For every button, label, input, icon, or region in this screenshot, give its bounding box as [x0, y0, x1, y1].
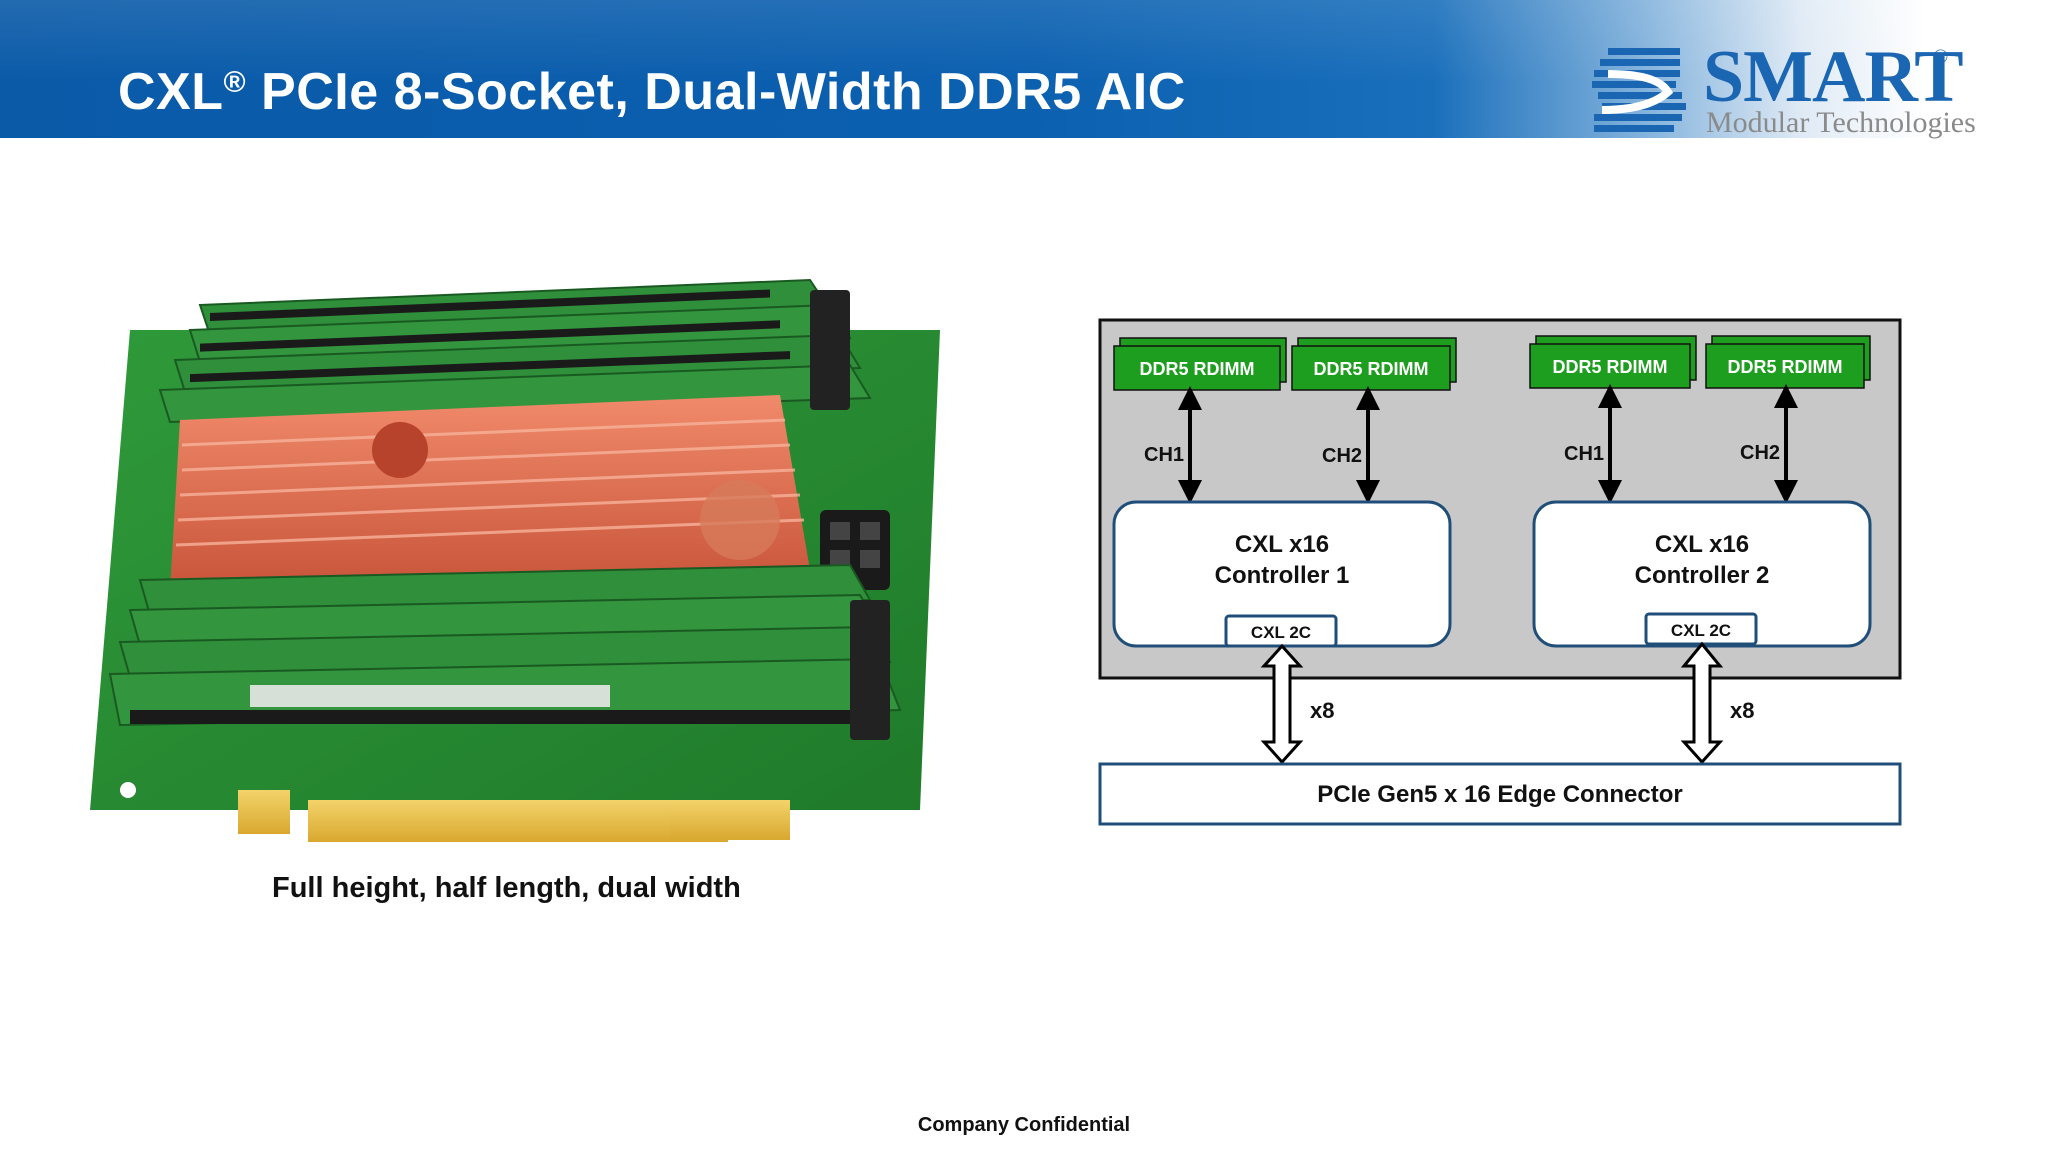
- link-arrow: [1680, 641, 1724, 765]
- edge-connector-box: [1098, 762, 1902, 826]
- title-text: PCIe 8-Socket, Dual-Width DDR5 AIC: [246, 63, 1186, 121]
- cxl-port-label: CXL 2C: [1251, 623, 1311, 642]
- header-banner: [0, 0, 2048, 138]
- dimm-stack-bottom: [108, 563, 902, 727]
- block-diagram: DDR5 RDIMM DDR5 RDIMM CH1 CH2 CXL x16 Co…: [1098, 318, 1902, 826]
- smart-logo: SMART ® Modular Technologies: [1588, 36, 1978, 142]
- aic-board-photo: [90, 278, 940, 842]
- controller-name-line2: Controller 1: [1215, 562, 1350, 589]
- rdimm-label: DDR5 RDIMM: [1553, 357, 1668, 377]
- channel-label-ch2: CH2: [1740, 442, 1780, 464]
- logo-subtitle: Modular Technologies: [1706, 106, 1976, 139]
- channel-label-ch2: CH2: [1322, 445, 1362, 467]
- edge-fingers-main: [308, 800, 728, 842]
- cxl-port-label: CXL 2C: [1671, 621, 1731, 640]
- controller-name-line2: Controller 2: [1635, 562, 1770, 589]
- edge-connector-label: PCIe Gen5 x 16 Edge Connector: [1317, 781, 1682, 808]
- dimm-label: [250, 685, 610, 707]
- title-cxl: CXL: [118, 63, 224, 121]
- logo-registered-mark: ®: [1933, 46, 1949, 68]
- channel-label-ch1: CH1: [1144, 444, 1184, 466]
- controller-name-line1: CXL x16: [1235, 531, 1329, 558]
- footer-confidential: Company Confidential: [917, 1114, 1131, 1136]
- edge-fingers-right: [670, 800, 790, 840]
- photo-caption: Full height, half length, dual width: [272, 872, 741, 904]
- logo-wordmark: SMART: [1703, 36, 1964, 118]
- mounting-hole: [120, 782, 136, 798]
- slide-title: CXL® PCIe 8-Socket, Dual-Width DDR5 AIC: [118, 62, 1186, 122]
- channel-label-ch1: CH1: [1564, 443, 1604, 465]
- title-registered-mark: ®: [223, 66, 247, 99]
- controller-name-line1: CXL x16: [1655, 531, 1749, 558]
- controller-group-1: DDR5 RDIMM DDR5 RDIMM CH1 CH2 CXL x16 Co…: [1112, 337, 1457, 765]
- smart-s-mark-icon: [1592, 48, 1686, 132]
- edge-fingers-left: [238, 790, 290, 834]
- link-width-label: x8: [1730, 698, 1754, 723]
- rdimm-label: DDR5 RDIMM: [1140, 359, 1255, 379]
- link-arrow: [1260, 643, 1304, 765]
- rdimm-label: DDR5 RDIMM: [1314, 359, 1429, 379]
- rdimm-1-ch1: [1113, 345, 1281, 391]
- rdimm-1-ch2: [1291, 345, 1451, 391]
- rdimm-2-ch1: [1529, 343, 1691, 389]
- controller-group-2: DDR5 RDIMM DDR5 RDIMM CH1 CH2 CXL x16 Co…: [1529, 335, 1872, 765]
- copper-heatsink: [170, 395, 810, 590]
- link-width-label: x8: [1310, 698, 1334, 723]
- rdimm-label: DDR5 RDIMM: [1728, 357, 1843, 377]
